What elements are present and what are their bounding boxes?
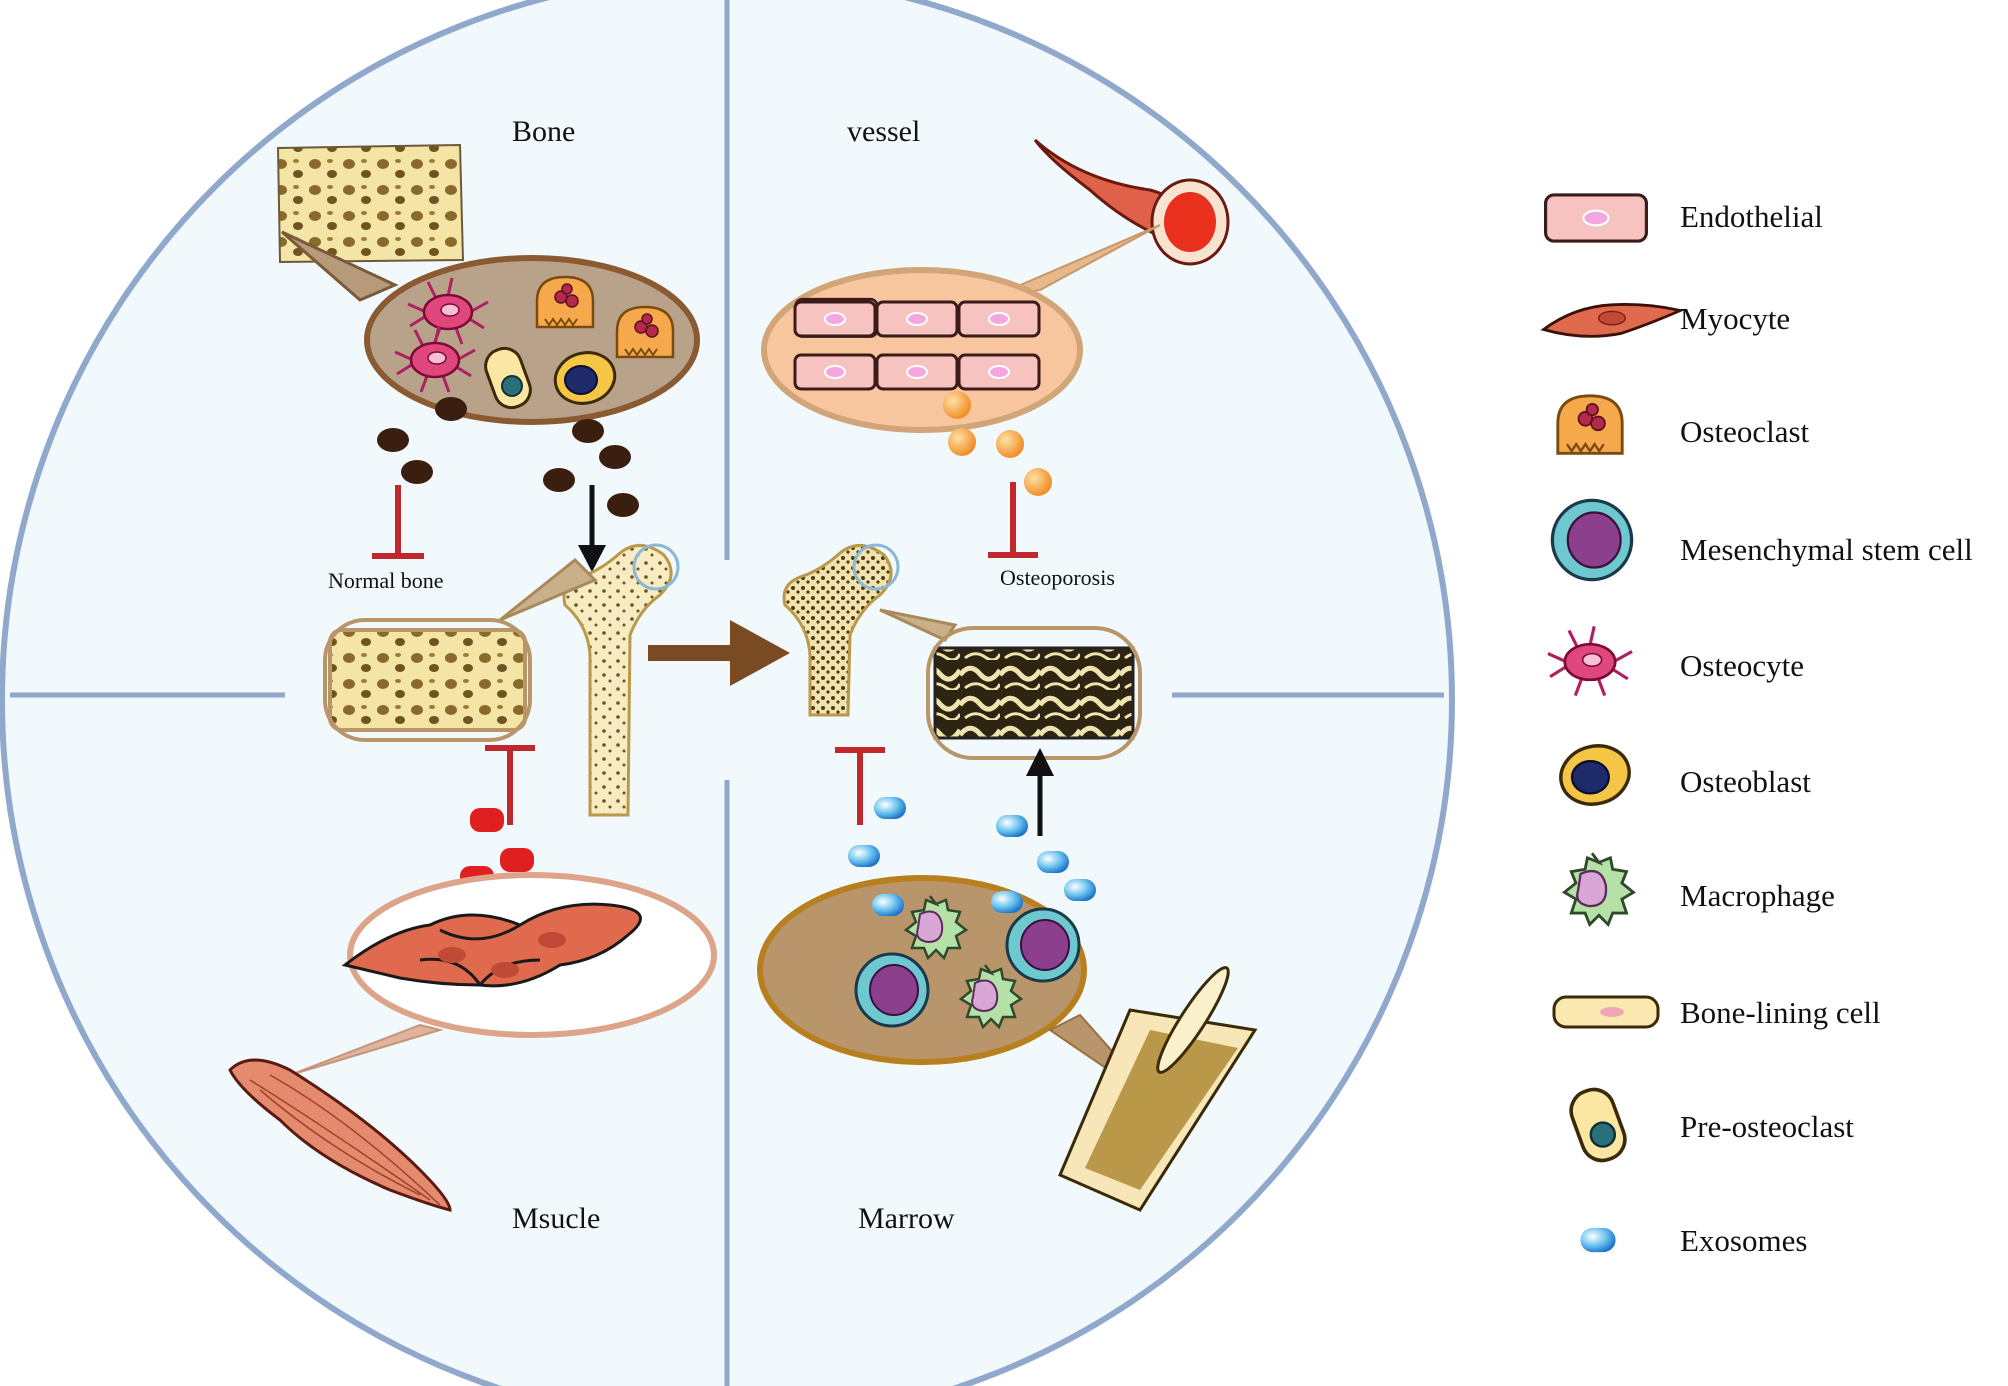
myocytes-bubble <box>289 872 717 1076</box>
mesenchymal-stem-cell-icon <box>1550 498 1634 582</box>
vessel-exosomes <box>943 391 1052 496</box>
osteoporotic-trabecular-bone <box>879 608 1142 760</box>
legend-item-bone-lining-cell: Bone-lining cell <box>1552 995 1881 1030</box>
quadrant-label-bone: Bone <box>512 115 575 148</box>
bone-cells-bubble <box>364 255 700 425</box>
myocyte-icon <box>1542 302 1682 338</box>
legend-label-macrophage: Macrophage <box>1680 878 1835 913</box>
osteoclast-icon <box>1556 394 1624 455</box>
marrow-inhibit-symbol <box>835 747 885 825</box>
legend-label-bone-lining-cell: Bone-lining cell <box>1680 995 1881 1030</box>
muscle-tissue <box>228 1058 452 1212</box>
normal-bone-label: Normal bone <box>328 568 443 593</box>
blood-vessel <box>989 138 1230 299</box>
bone-inhibit-symbol <box>372 485 424 559</box>
bone-stimulate-arrow <box>578 485 606 572</box>
vessel-inhibit-symbol <box>988 482 1038 558</box>
bone-tissue-image <box>276 143 465 302</box>
muscle-inhibit-symbol <box>485 745 535 825</box>
osteoporotic-femur <box>782 543 900 717</box>
legend-item-exosomes: Exosomes <box>1580 1223 1807 1258</box>
legend-item-myocyte: Myocyte <box>1542 301 1790 338</box>
legend-item-pre-osteoclast: Pre-osteoclast <box>1563 1081 1854 1169</box>
legend-item-osteoblast: Osteoblast <box>1552 736 1811 814</box>
osteoporosis-label: Osteoporosis <box>1000 565 1115 590</box>
exosome-icon <box>1580 1227 1616 1253</box>
legend-item-osteocyte: Osteocyte <box>1546 624 1804 698</box>
legend-item-mesenchymal-stem-cell: Mesenchymal stem cell <box>1550 498 1973 582</box>
endothelial-cells-bubble <box>761 267 1083 433</box>
legend-label-osteoclast: Osteoclast <box>1680 414 1810 449</box>
legend-label-exosomes: Exosomes <box>1680 1223 1807 1258</box>
endothelial-cell-icon <box>1544 193 1648 243</box>
macrophage-icon <box>1562 851 1635 926</box>
osteoblast-icon <box>1552 736 1638 814</box>
legend-label-osteoblast: Osteoblast <box>1680 764 1811 799</box>
bone-exosomes <box>377 397 639 517</box>
marrow-stimulate-arrow <box>1026 748 1054 836</box>
legend-label-osteocyte: Osteocyte <box>1680 648 1804 683</box>
legend-item-endothelial: Endothelial <box>1544 193 1823 243</box>
quadrant-label-marrow: Marrow <box>858 1202 955 1235</box>
legend-item-macrophage: Macrophage <box>1562 851 1835 926</box>
long-bone-marrow-cavity <box>1058 966 1258 1212</box>
quadrant-label-vessel: vessel <box>847 115 920 148</box>
legend-item-osteoclast: Osteoclast <box>1556 394 1810 455</box>
progression-arrow <box>648 620 790 686</box>
bone-lining-cell-icon <box>1552 995 1660 1029</box>
pre-osteoclast-icon <box>1563 1081 1633 1169</box>
legend-label-pre-osteoclast: Pre-osteoclast <box>1680 1109 1854 1144</box>
legend-label-myocyte: Myocyte <box>1680 301 1790 336</box>
legend-label-mesenchymal-stem-cell: Mesenchymal stem cell <box>1680 532 1973 567</box>
legend-label-endothelial: Endothelial <box>1680 199 1823 234</box>
quadrant-label-muscle: Msucle <box>512 1202 600 1235</box>
osteocyte-icon <box>1546 624 1634 698</box>
normal-trabecular-bone <box>323 557 598 742</box>
legend: Endothelial Myocyte Osteoclast Mesenchym… <box>1542 193 1973 1258</box>
